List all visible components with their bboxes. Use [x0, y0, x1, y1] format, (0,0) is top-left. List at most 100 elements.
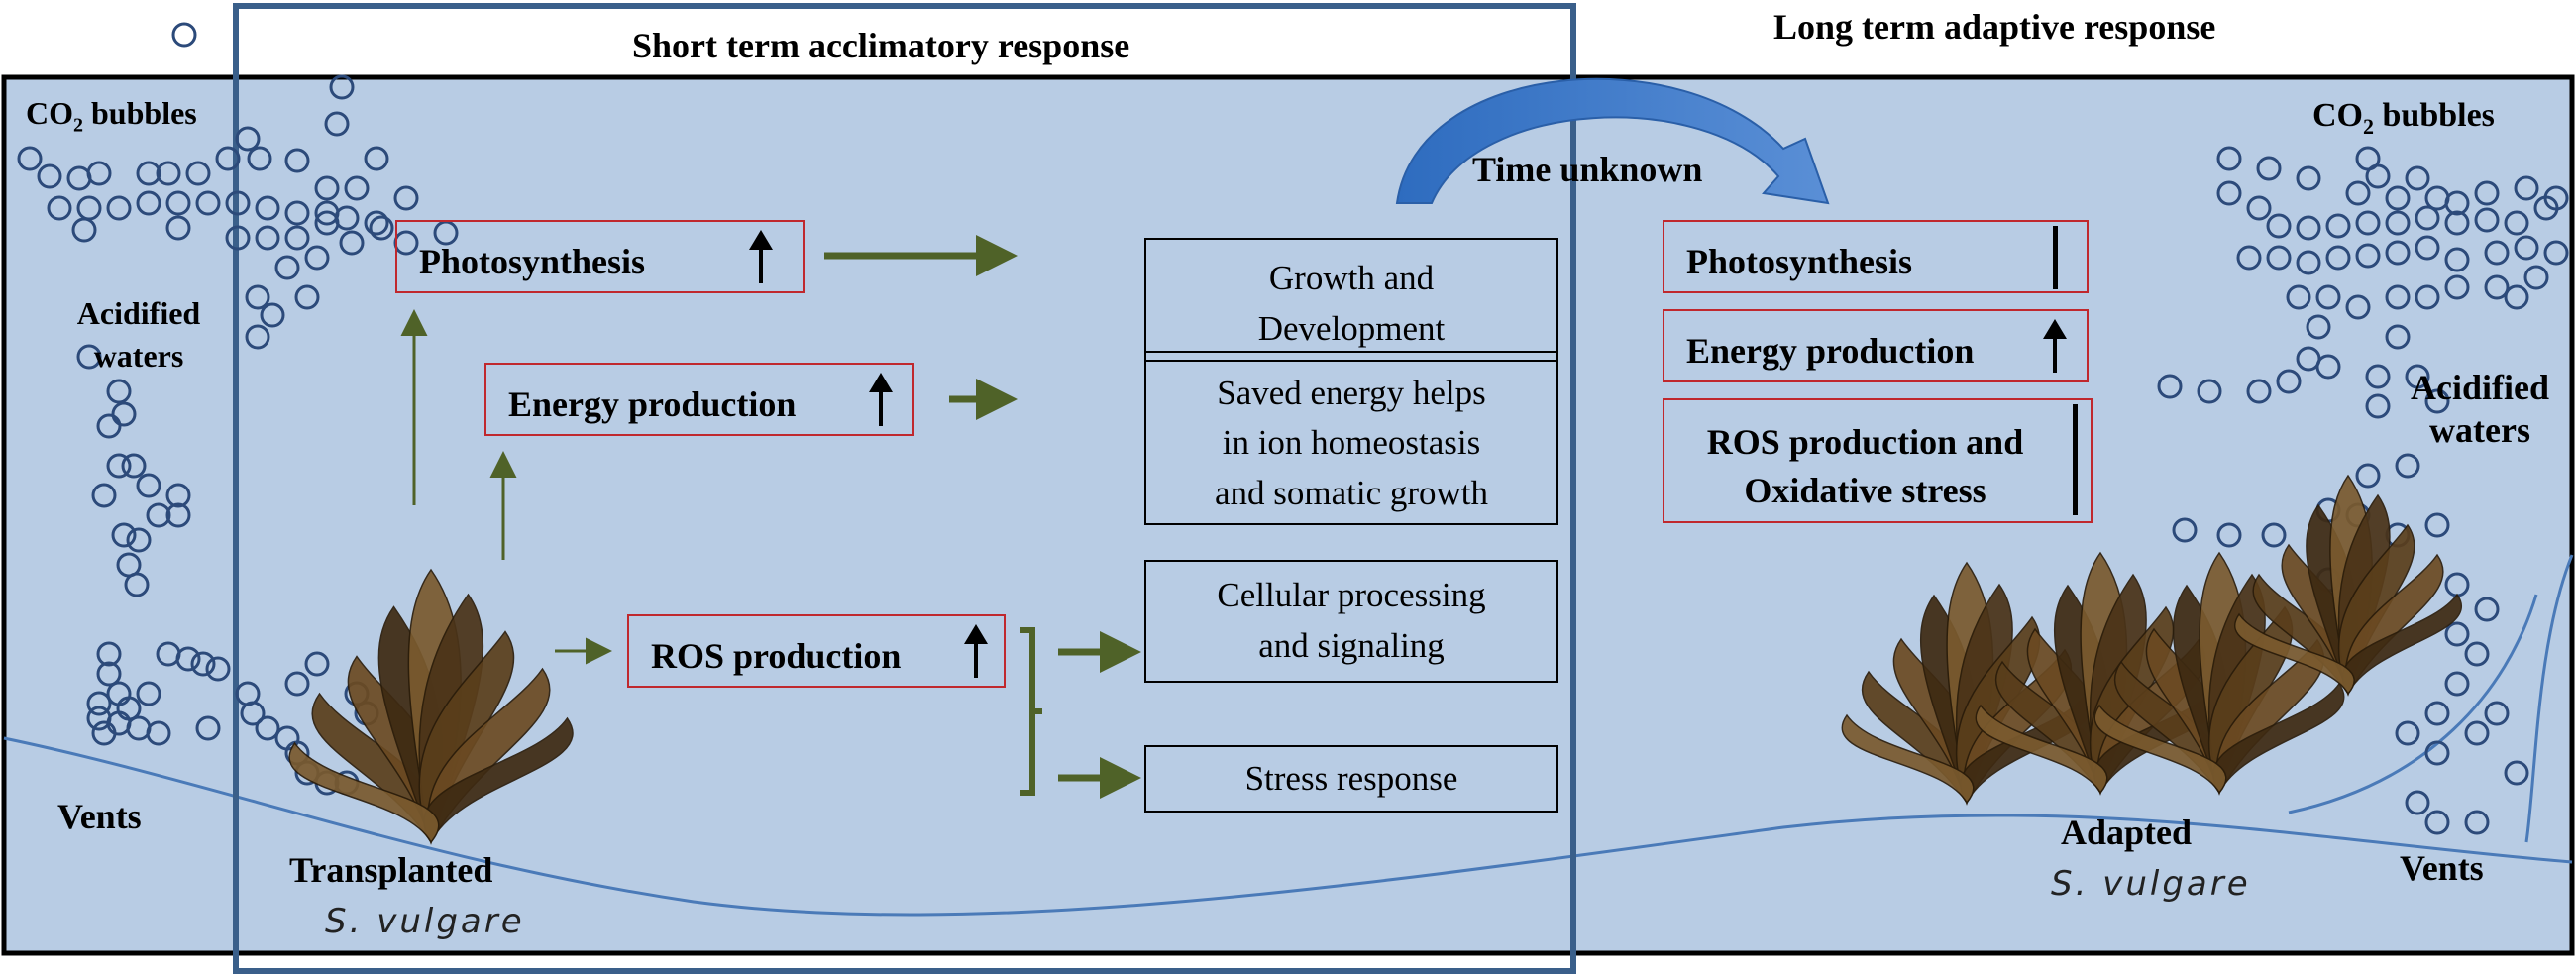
bubble [2355, 243, 2381, 269]
bubble [255, 195, 280, 221]
steady-bar-icon [2053, 226, 2058, 289]
bubble [136, 190, 161, 216]
seaweed-illustrations [288, 474, 2462, 845]
bubble [2266, 245, 2292, 271]
bubble [2424, 388, 2450, 414]
bubble [314, 175, 340, 201]
bubble [86, 691, 112, 716]
bubble [96, 641, 122, 667]
bubble [2325, 245, 2351, 271]
bubble [274, 255, 300, 280]
species-label-right: S. vulgare [2051, 864, 2251, 904]
bubble [2236, 245, 2262, 271]
bubble [2533, 195, 2559, 221]
co2-bubbles-label-left: CO2 bubbles [26, 95, 197, 137]
bubble [195, 190, 221, 216]
bubble [165, 502, 191, 528]
bubble [2444, 210, 2470, 236]
up-arrow-icon [869, 373, 893, 426]
bubble [245, 284, 270, 310]
bubble [260, 302, 285, 328]
bubble [205, 656, 231, 682]
bubble [2543, 240, 2569, 266]
bubble [165, 483, 191, 508]
bubble [304, 651, 330, 677]
up-arrow-icon [2043, 319, 2067, 373]
transplanted-label: Transplanted [289, 850, 493, 890]
bubble [2315, 284, 2341, 310]
bubble [185, 161, 211, 186]
bubble [433, 220, 459, 246]
short-term-frame [233, 3, 1576, 974]
bubble [165, 215, 191, 241]
co2-bubbles-label-right: CO2 bubbles [2312, 97, 2495, 139]
bubble [284, 671, 310, 697]
bubble [314, 210, 340, 236]
bubble [175, 646, 201, 672]
cellular-processing-box: Cellular processing and signaling [1144, 560, 1558, 683]
energy-production-box: Energy production [484, 363, 914, 436]
bubble [2504, 284, 2529, 310]
bubble [2355, 463, 2381, 488]
bubble [364, 146, 389, 171]
bubble [2325, 213, 2351, 239]
bubble [2345, 180, 2371, 206]
stress-response-box: Stress response [1144, 745, 1558, 813]
bubble [2395, 453, 2420, 479]
bubble [2296, 250, 2321, 275]
bubble [2385, 240, 2411, 266]
up-arrow-icon [749, 230, 773, 283]
long-term-heading: Long term adaptive response [1773, 7, 2216, 47]
bubble [2415, 235, 2440, 261]
bubble [2504, 760, 2529, 786]
bubble [2484, 701, 2510, 726]
short-term-heading: Short term acclimatory response [632, 26, 1130, 65]
bubble [121, 453, 147, 479]
bubble [2405, 790, 2430, 815]
bubble [2405, 364, 2430, 389]
bubble [146, 502, 171, 528]
curved-arrow-icon [1395, 77, 1830, 205]
bubble [393, 185, 419, 211]
bubble [2444, 274, 2470, 300]
bubble [2415, 205, 2440, 231]
bubble [344, 175, 370, 201]
bubble [2276, 369, 2302, 394]
seaweed-plant [288, 568, 574, 845]
bubble [2514, 175, 2539, 201]
bubble [255, 715, 280, 741]
bubble [2345, 294, 2371, 320]
bubble [2385, 284, 2411, 310]
bubble [96, 661, 122, 687]
bubble [2172, 517, 2198, 543]
bubble [2395, 720, 2420, 746]
bubble [2444, 190, 2470, 216]
bubble [329, 74, 355, 100]
bubble [91, 483, 117, 508]
bubble [106, 195, 132, 221]
bubble [47, 195, 72, 221]
bubble [245, 324, 270, 350]
bubble [190, 651, 216, 677]
bubble [71, 217, 97, 243]
bubble [2296, 215, 2321, 241]
vents-label-left: Vents [57, 797, 142, 836]
bubble [2266, 213, 2292, 239]
vents-label-right: Vents [2400, 848, 2484, 888]
bubble [2504, 210, 2529, 236]
adapted-label: Adapted [2061, 813, 2193, 852]
bubble [369, 215, 394, 241]
bubble [2216, 180, 2242, 206]
lt-photosynthesis-box: Photosynthesis [1663, 220, 2089, 293]
bubble [284, 225, 310, 251]
bubble [339, 230, 365, 256]
bubble [86, 161, 112, 186]
bubble [2464, 641, 2490, 667]
bubble [2464, 720, 2490, 746]
bubble [324, 111, 350, 137]
bubble [165, 190, 191, 216]
